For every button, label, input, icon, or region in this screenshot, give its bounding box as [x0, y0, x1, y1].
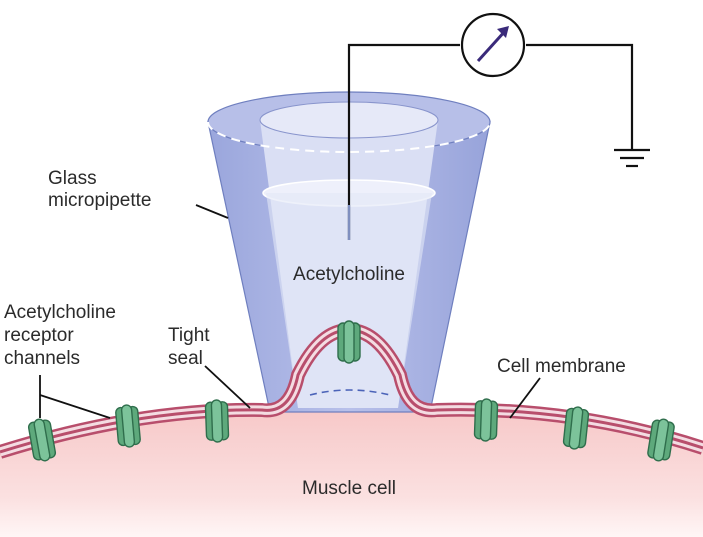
receptor-channel: [473, 397, 499, 443]
glass-micropipette-label: Glass micropipette: [48, 168, 152, 211]
receptor-channel: [337, 320, 361, 364]
ammeter-icon: [460, 12, 526, 78]
electrode-wire: [347, 43, 460, 240]
ground-symbol-icon: [614, 148, 650, 168]
muscle-cell: [0, 409, 703, 537]
receptor-channel: [114, 403, 142, 449]
tight-seal-label: Tight seal: [168, 325, 215, 369]
receptor-channel: [204, 398, 230, 444]
receptor-channels-label: Acetylcholine receptor channels: [4, 302, 121, 369]
cell-membrane-label: Cell membrane: [497, 356, 626, 377]
receptor-channel: [562, 405, 590, 451]
acetylcholine-label: Acetylcholine: [293, 264, 405, 285]
muscle-cell-label: Muscle cell: [302, 478, 396, 499]
